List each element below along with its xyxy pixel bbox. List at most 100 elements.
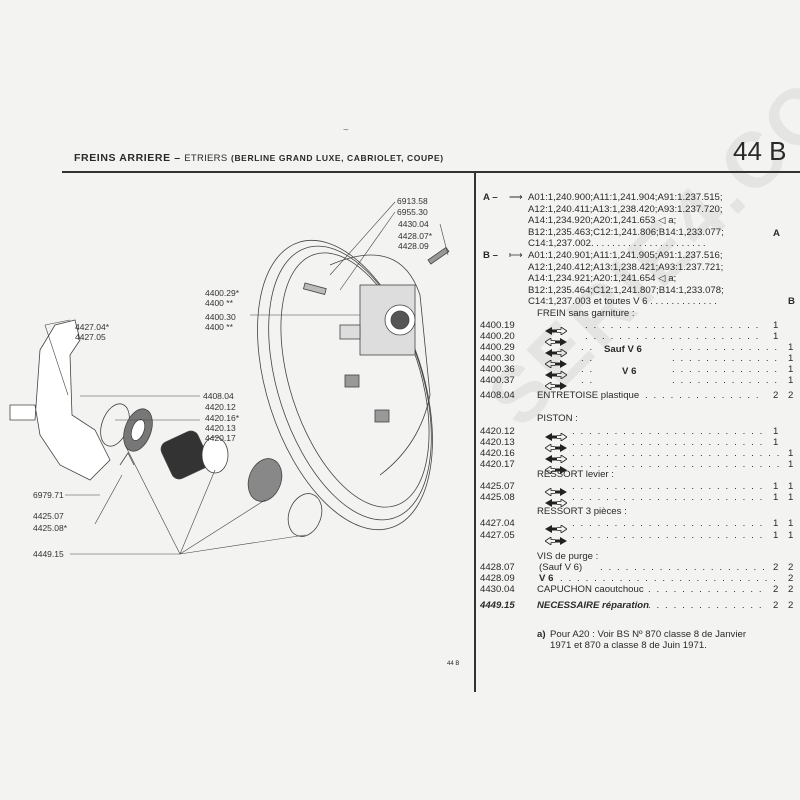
part-label: NECESSAIRE réparation xyxy=(537,600,649,611)
quantity-b: 1 xyxy=(788,364,794,375)
applicability-a-line: A01:1,240.900;A11:1,241.904;A91:1.237.51… xyxy=(528,192,723,203)
label-4400-b: 4400 ** xyxy=(205,322,233,332)
section-title-frein: FREIN sans garniture : xyxy=(537,308,635,319)
quantity-a: 1 xyxy=(773,530,779,541)
leader-dots: . . . . . . . . . . . . . . . . . . . . … xyxy=(585,331,765,342)
right-arrow-icon xyxy=(544,355,567,373)
part-reference: 4400.37 xyxy=(480,375,515,386)
quantity-b: 1 xyxy=(788,492,794,503)
quantity-b: 1 xyxy=(788,375,794,386)
leader-dots: . . . . . . . . . . . . . . . . . . . . … xyxy=(672,353,782,364)
note-text: 1971 et 870 a classe 8 de Juin 1971. xyxy=(550,640,707,651)
quantity-b: 1 xyxy=(788,481,794,492)
label-4420-16: 4420.16* xyxy=(205,413,240,423)
leader-dots: . . . . . . . . . . . . . . . . . . . . … xyxy=(600,562,765,573)
quantity-b: 2 xyxy=(788,584,794,595)
leader-dots: . . . . . . . . . . . . . . . . . . . . … xyxy=(572,448,782,459)
part-reference: 4420.17 xyxy=(480,459,515,470)
label-4408-04: 4408.04 xyxy=(203,391,234,401)
label-6979-71: 6979.71 xyxy=(33,490,64,500)
leader-dots: . . . . . . . . . . . . . . . . . . . . … xyxy=(648,584,765,595)
note-text: Pour A20 : Voir BS Nº 870 classe 8 de Ja… xyxy=(550,629,747,640)
footer-page-number: 44 B xyxy=(447,661,460,667)
label-4428-09: 4428.09 xyxy=(398,241,429,251)
right-arrow-icon xyxy=(544,461,567,479)
quantity-b: 1 xyxy=(788,353,794,364)
bleed-screw xyxy=(427,246,450,265)
applicability-b-line: A12:1,240.412;A13:1,238.421;A93:1.237.72… xyxy=(528,261,724,273)
part-reference: 4420.16 xyxy=(480,448,515,459)
bolt xyxy=(302,282,327,295)
part-label: ENTRETOISE plastique xyxy=(537,390,640,401)
leader-dots: . . . . . . . . . . . . . . . . . . . . … xyxy=(572,481,765,492)
part-reference: 4427.04 xyxy=(480,518,515,529)
applicability-a-line: A12:1,240.411;A13:1,238.420;A93:1.237.72… xyxy=(528,203,723,215)
part-reference: 4408.04 xyxy=(480,390,515,401)
quantity-b: 2 xyxy=(788,573,794,584)
label-4428-07: 4428.07* xyxy=(398,231,433,241)
leader-dots: . . . . . . . . . . . . . . . . . . . . … xyxy=(572,459,782,470)
right-arrow-icon xyxy=(544,333,567,351)
part-reference: 4400.36 xyxy=(480,364,515,375)
section-title-piston: PISTON : xyxy=(537,413,578,424)
quantity-a: 2 xyxy=(773,600,779,611)
right-arrow-icon xyxy=(544,532,567,550)
part-reference: 4420.13 xyxy=(480,437,515,448)
label-4427-04: 4427.04* xyxy=(75,322,110,332)
arrow-a-icon: ⟶ xyxy=(509,192,523,203)
applicability-b-line: C14:1,237.003 et toutes V 6 . . . . . . … xyxy=(528,296,717,307)
page-number: 44 B xyxy=(733,136,787,166)
quantity-a: 2 xyxy=(773,390,779,401)
quantity-b: 1 xyxy=(788,530,794,541)
note-marker: a) xyxy=(537,629,546,640)
part-reference: 4430.04 xyxy=(480,584,515,595)
applicability-a-end: A xyxy=(773,228,780,239)
label-4449-15: 4449.15 xyxy=(33,549,64,559)
applicability-a-line: B12:1,235.463;C12:1,241.806;B14:1,233.07… xyxy=(528,226,724,238)
label-4420-13: 4420.13 xyxy=(205,423,236,433)
applicability-b-line: A14:1,234.921;A20:1,241.654 ◁ a; xyxy=(528,273,677,284)
right-arrow-icon xyxy=(544,439,567,457)
scan-mark: ~ xyxy=(343,125,349,136)
quantity-a: 1 xyxy=(773,426,779,437)
section-title-ressort-levier: RESSORT levier : xyxy=(537,469,614,480)
leader-dots: . . . . . . . . . . . . . . . . . . . . … xyxy=(572,492,765,503)
label-6913-58: 6913.58 xyxy=(397,196,428,206)
quantity-a: 1 xyxy=(773,492,779,503)
arrow-b-icon: ⟼ xyxy=(509,250,523,261)
label-4425-08: 4425.08* xyxy=(33,523,68,533)
quantity-a: 1 xyxy=(773,481,779,492)
applicability-b-label: B – xyxy=(483,250,498,261)
quantity-a: 1 xyxy=(773,320,779,331)
label-4420-17: 4420.17 xyxy=(205,433,236,443)
leader-lines xyxy=(44,201,449,555)
quantity-b: 2 xyxy=(788,600,794,611)
label-4430-04: 4430.04 xyxy=(398,219,429,229)
right-arrow-icon xyxy=(544,377,567,395)
applicability-a-label: A – xyxy=(483,192,498,203)
caliper-body xyxy=(339,284,416,423)
sauf-v6-label: Sauf V 6 xyxy=(604,344,642,355)
leader-dots: . . . . . . . . . . . . . . . . . . . . … xyxy=(672,364,782,375)
part-reference: 4400.20 xyxy=(480,331,515,342)
leader-dots: . . . . . . . . . . . . . . . . . . . . … xyxy=(581,353,593,364)
quantity-b: 2 xyxy=(788,562,794,573)
caliper-half-left xyxy=(9,319,111,481)
page-title: FREINS ARRIERE – ETRIERS (BERLINE GRAND … xyxy=(74,152,444,164)
part-reference: 4425.07 xyxy=(480,481,515,492)
quantity-a: 2 xyxy=(773,562,779,573)
part-reference: 4400.29 xyxy=(480,342,515,353)
title-models: (BERLINE GRAND LUXE, CABRIOLET, COUPE) xyxy=(231,153,444,163)
label-4427-05: 4427.05 xyxy=(75,332,106,342)
leader-dots: . . . . . . . . . . . . . . . . . . . . … xyxy=(560,573,782,584)
part-reference: 4400.19 xyxy=(480,320,515,331)
leader-dots: . . . . . . . . . . . . . . . . . . . . … xyxy=(572,530,765,541)
part-reference: 4449.15 xyxy=(480,600,515,611)
quantity-a: 1 xyxy=(773,518,779,529)
leader-dots: . . . . . . . . . . . . . . . . . . . . … xyxy=(572,518,765,529)
leader-dots: . . . . . . . . . . . . . . . . . . . . … xyxy=(645,390,765,401)
applicability-b-end: B xyxy=(788,296,795,307)
quantity-b: 1 xyxy=(788,459,794,470)
part-label: (Sauf V 6) xyxy=(539,562,583,573)
header-rule xyxy=(62,171,800,173)
